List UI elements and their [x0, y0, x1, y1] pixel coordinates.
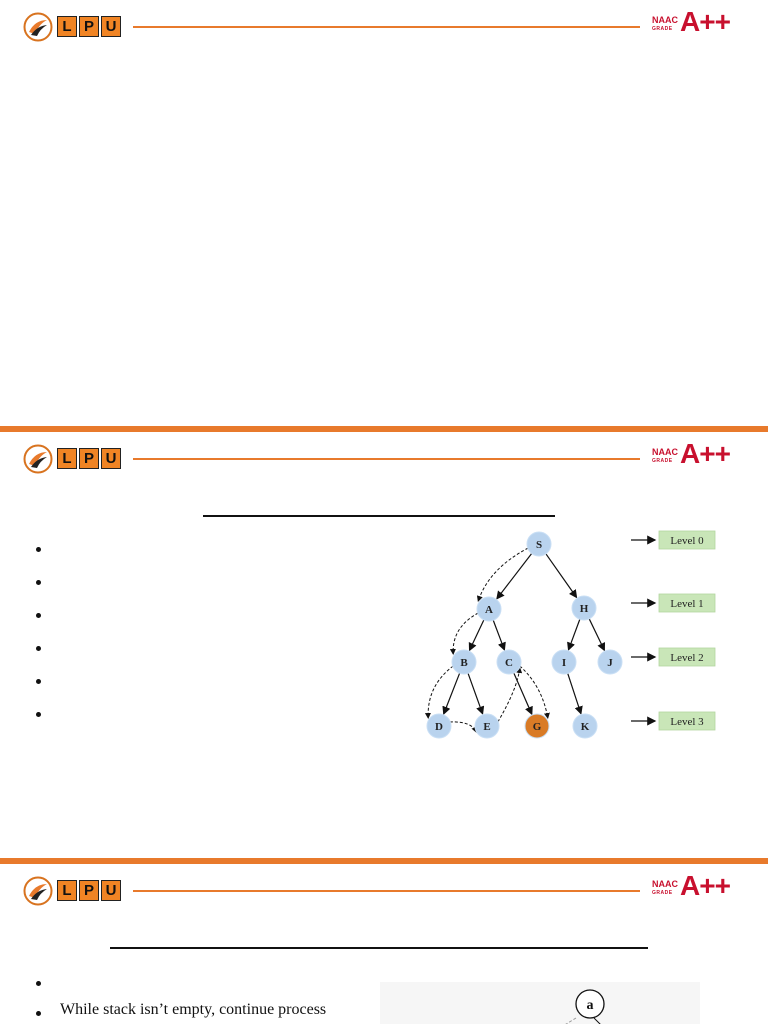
header-rule — [133, 26, 640, 28]
lpu-logo: L P U — [23, 876, 125, 906]
bullet-text: While stack isn’t empty, continue proces… — [60, 1001, 327, 1018]
traversal-path-e-c — [497, 667, 523, 723]
lpu-logo: L P U — [23, 444, 125, 474]
tree-node-k — [572, 713, 598, 739]
header-rule — [133, 890, 640, 892]
tree-node-h — [571, 595, 597, 621]
slide-header: L P U NAAC GRADE A++ — [0, 864, 768, 914]
tree-edge-h-j — [588, 618, 606, 652]
naac-grade-label: GRADE — [652, 26, 673, 32]
lpu-emblem-icon — [23, 444, 53, 474]
partial-tree-diagram: a — [380, 982, 700, 1024]
slide-header: L P U NAAC GRADE A++ — [0, 0, 768, 50]
level-box — [658, 711, 716, 731]
naac-grade-value: A++ — [680, 6, 731, 37]
tree-node-d — [426, 713, 452, 739]
logo-letter-l: L — [57, 16, 77, 37]
naac-label: NAAC — [652, 447, 678, 457]
naac-badge: NAAC GRADE A++ — [652, 438, 752, 472]
traversal-path-s-a — [476, 547, 529, 602]
level-box — [658, 647, 716, 667]
title-underline — [203, 515, 555, 517]
tree-node-label-g: G — [533, 721, 542, 733]
logo-letter-u: U — [101, 16, 121, 37]
tree-node-label-e: E — [483, 721, 490, 733]
level-label: Level 3 — [670, 716, 704, 728]
tree-node-label-b: B — [460, 657, 468, 669]
naac-label: NAAC — [652, 879, 678, 889]
tree-node — [575, 989, 605, 1019]
tree-edge-s-h — [545, 553, 578, 599]
slide-header: L P U NAAC GRADE A++ — [0, 432, 768, 482]
tree-edge-s-a — [496, 553, 533, 600]
tree-node-c — [496, 649, 522, 675]
naac-grade-value: A++ — [680, 438, 731, 469]
lpu-logo: L P U — [23, 12, 125, 42]
tree-node-label-j: J — [607, 657, 613, 669]
title-underline — [110, 947, 648, 949]
logo-letter-l: L — [57, 448, 77, 469]
tree-edge-a-c — [492, 620, 506, 651]
tree-edge-c-g — [513, 672, 533, 716]
tree-edge — [593, 1017, 601, 1024]
tree-edge-a-b — [468, 619, 485, 652]
level-label: Level 0 — [670, 535, 704, 547]
dfs-tree-diagram: S A H B C I J D E G K Level 0 Level 1 Level 2 Level 3 — [424, 530, 716, 739]
naac-badge: NAAC GRADE A++ — [652, 870, 752, 904]
tree-node-label-d: D — [435, 721, 443, 733]
slide-divider — [0, 858, 768, 864]
logo-letter-p: P — [79, 16, 99, 37]
tree-node-label-c: C — [505, 657, 513, 669]
tree-node-b — [451, 649, 477, 675]
traversal-path-d-e — [449, 721, 477, 733]
slide-3: L P U NAAC GRADE A++ While stack isn’t e… — [0, 864, 768, 1024]
header-rule — [133, 458, 640, 460]
tree-node-s — [526, 531, 552, 557]
diagram-background — [380, 982, 700, 1024]
level-label: Level 2 — [670, 652, 703, 664]
logo-letter-p: P — [79, 880, 99, 901]
traversal-path-b-d — [424, 665, 454, 719]
tree-node-label-i: I — [562, 657, 566, 669]
naac-grade-label: GRADE — [652, 890, 673, 896]
tree-node-label-k: K — [581, 721, 590, 733]
logo-letter-l: L — [57, 880, 77, 901]
traversal-path-c-g — [519, 665, 550, 719]
slide-1: L P U NAAC GRADE A++ — [0, 0, 768, 424]
goal-node-g — [524, 713, 550, 739]
tree-node-a — [476, 596, 502, 622]
naac-grade-value: A++ — [680, 870, 731, 901]
level-label: Level 1 — [670, 598, 703, 610]
traversal-path-a-b — [449, 612, 479, 655]
tree-node-label-s: S — [536, 539, 542, 551]
naac-label: NAAC — [652, 15, 678, 25]
tree-node-j — [597, 649, 623, 675]
lpu-emblem-icon — [23, 12, 53, 42]
tree-node-label-a: A — [485, 604, 493, 616]
logo-letter-u: U — [101, 448, 121, 469]
slide-divider — [0, 426, 768, 432]
tree-node-label-h: H — [580, 603, 589, 615]
slide-2: L P U NAAC GRADE A++ — [0, 432, 768, 856]
level-box — [658, 530, 716, 550]
logo-letter-p: P — [79, 448, 99, 469]
tree-edge-h-i — [567, 619, 581, 651]
lpu-emblem-icon — [23, 876, 53, 906]
tree-edge-b-d — [442, 672, 461, 716]
tree-node-e — [474, 713, 500, 739]
logo-letter-u: U — [101, 880, 121, 901]
naac-badge: NAAC GRADE A++ — [652, 6, 752, 40]
tree-edge-i-k — [567, 673, 583, 715]
naac-grade-label: GRADE — [652, 458, 673, 464]
tree-edge-b-e — [467, 673, 485, 715]
tree-node-label: a — [587, 998, 594, 1013]
tree-edge — [565, 1017, 577, 1024]
tree-node-i — [551, 649, 577, 675]
level-box — [658, 593, 716, 613]
